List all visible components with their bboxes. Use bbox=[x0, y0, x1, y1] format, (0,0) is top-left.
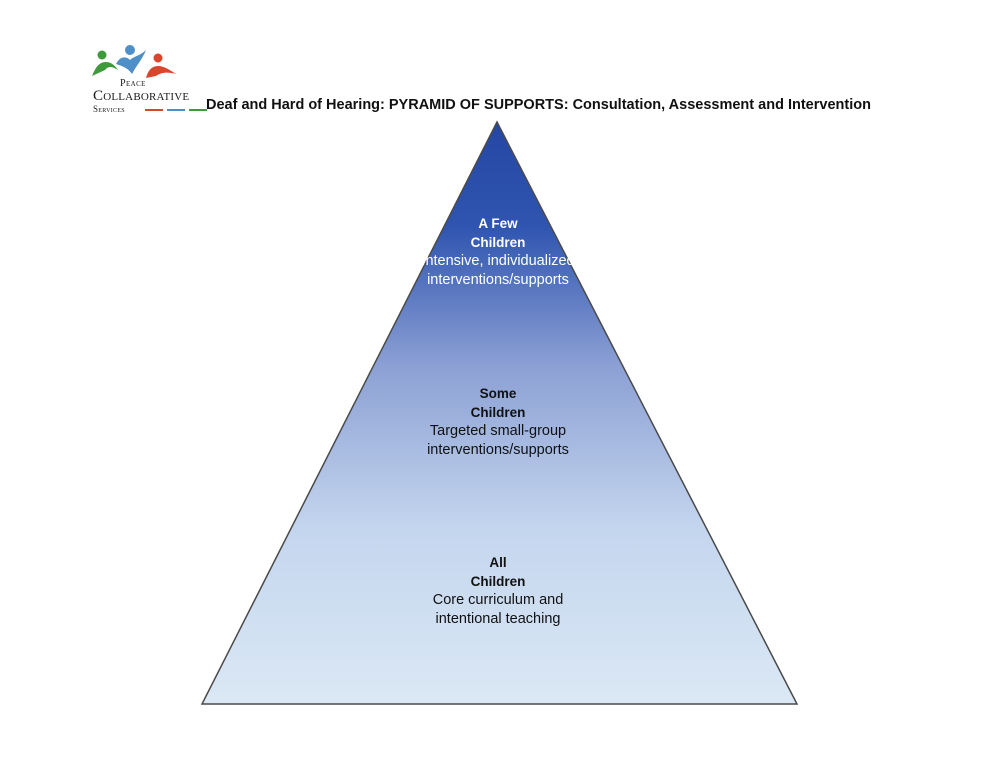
logo-dashes bbox=[145, 109, 207, 111]
tier-title: A Few Children bbox=[470, 216, 526, 250]
logo-dash-red bbox=[145, 109, 163, 111]
logo-line-collaborative: Collaborative bbox=[93, 88, 190, 104]
tier-all-children: All Children Core curriculum and intenti… bbox=[368, 553, 628, 629]
page-title: Deaf and Hard of Hearing: PYRAMID OF SUP… bbox=[206, 97, 871, 113]
pyramid-triangle bbox=[200, 120, 799, 705]
tier-some-children: Some Children Targeted small-group inter… bbox=[368, 384, 628, 460]
logo-figures-icon bbox=[92, 45, 176, 78]
peace-collaborative-logo: Peace Collaborative Services bbox=[90, 44, 207, 116]
logo-line-services: Services bbox=[93, 104, 125, 114]
tier-title: Some Children bbox=[470, 386, 526, 420]
tier-description: Targeted small-group interventions/suppo… bbox=[427, 423, 569, 458]
tier-title: All Children bbox=[470, 555, 526, 589]
tier-a-few-children: A Few Children Intensive, individualized… bbox=[368, 214, 628, 290]
logo-dash-blue bbox=[167, 109, 185, 111]
tier-description: Core curriculum and intentional teaching bbox=[432, 592, 564, 627]
logo-dash-green bbox=[189, 109, 207, 111]
tier-description: Intensive, individualized interventions/… bbox=[421, 253, 575, 288]
logo-line-peace: Peace bbox=[120, 78, 146, 89]
